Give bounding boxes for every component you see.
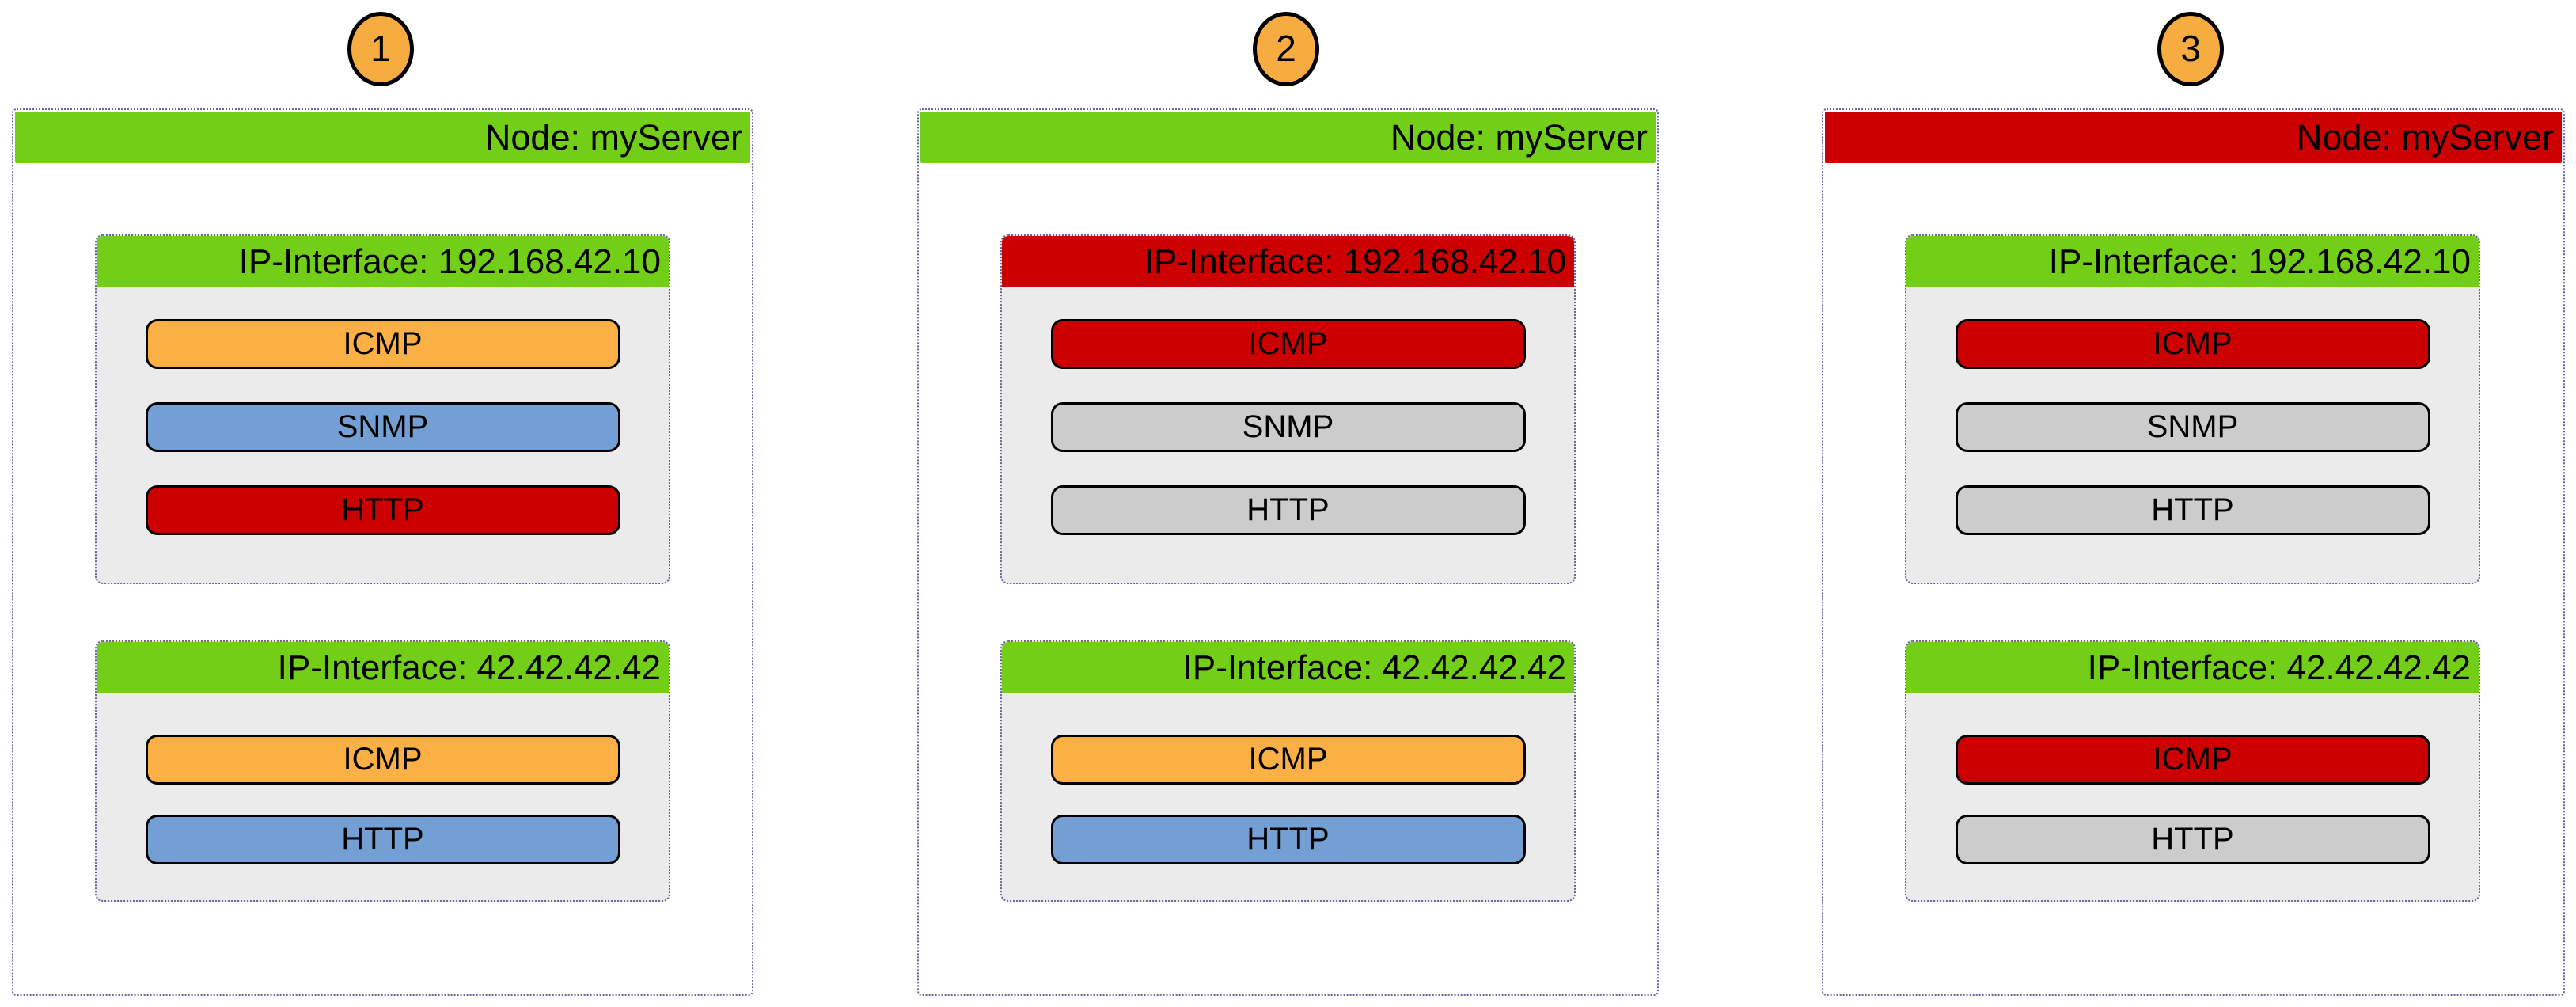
protocol-button-icmp: ICMP	[1955, 319, 2430, 369]
step-badge-label: 2	[1276, 28, 1296, 69]
protocol-button-icmp: ICMP	[1955, 735, 2430, 785]
ip-interface-header: IP-Interface: 42.42.42.42	[1002, 642, 1574, 694]
protocol-button-http: HTTP	[145, 815, 620, 864]
node-header: Node: myServer	[15, 112, 750, 163]
node-header: Node: myServer	[1825, 112, 2562, 163]
protocol-button-icmp: ICMP	[1050, 319, 1526, 369]
ip-interface-body: ICMP SNMP HTTP	[1906, 287, 2479, 583]
protocol-button-http: HTTP	[1050, 485, 1526, 535]
ip-interface-header: IP-Interface: 192.168.42.10	[97, 236, 669, 287]
ip-interface-box: IP-Interface: 42.42.42.42 ICMP HTTP	[1905, 640, 2480, 902]
step-badge: 2	[1253, 12, 1319, 86]
ip-interface-header: IP-Interface: 42.42.42.42	[97, 642, 669, 694]
ip-interface-box: IP-Interface: 192.168.42.10 ICMP SNMP HT…	[1000, 234, 1576, 584]
ip-interface-body: ICMP HTTP	[1002, 694, 1574, 900]
ip-interface-header: IP-Interface: 42.42.42.42	[1906, 642, 2479, 694]
step-badge-label: 1	[370, 28, 391, 69]
protocol-button-http: HTTP	[1955, 485, 2430, 535]
ip-interface-box: IP-Interface: 42.42.42.42 ICMP HTTP	[95, 640, 670, 902]
ip-interface-body: ICMP SNMP HTTP	[1002, 287, 1574, 583]
ip-interface-body: ICMP HTTP	[97, 694, 669, 900]
scenario-3: 3 Node: myServer IP-Interface: 192.168.4…	[1822, 0, 2565, 1007]
protocol-button-snmp: SNMP	[1050, 402, 1526, 452]
ip-interface-box: IP-Interface: 42.42.42.42 ICMP HTTP	[1000, 640, 1576, 902]
protocol-button-icmp: ICMP	[145, 319, 620, 369]
step-badge: 1	[347, 12, 414, 86]
node-box: Node: myServer IP-Interface: 192.168.42.…	[917, 108, 1659, 996]
ip-interface-box: IP-Interface: 192.168.42.10 ICMP SNMP HT…	[95, 234, 670, 584]
node-box: Node: myServer IP-Interface: 192.168.42.…	[1822, 108, 2565, 996]
ip-interface-body: ICMP SNMP HTTP	[97, 287, 669, 583]
ip-interface-header: IP-Interface: 192.168.42.10	[1002, 236, 1574, 287]
protocol-button-http: HTTP	[1050, 815, 1526, 864]
protocol-button-http: HTTP	[145, 485, 620, 535]
ip-interface-header: IP-Interface: 192.168.42.10	[1906, 236, 2479, 287]
step-badge-label: 3	[2180, 28, 2201, 69]
protocol-button-icmp: ICMP	[1050, 735, 1526, 785]
ip-interface-body: ICMP HTTP	[1906, 694, 2479, 900]
protocol-button-snmp: SNMP	[145, 402, 620, 452]
node-box: Node: myServer IP-Interface: 192.168.42.…	[12, 108, 753, 996]
protocol-button-icmp: ICMP	[145, 735, 620, 785]
protocol-button-snmp: SNMP	[1955, 402, 2430, 452]
scenario-2: 2 Node: myServer IP-Interface: 192.168.4…	[917, 0, 1659, 1007]
scenario-1: 1 Node: myServer IP-Interface: 192.168.4…	[12, 0, 753, 1007]
protocol-button-http: HTTP	[1955, 815, 2430, 864]
node-header: Node: myServer	[920, 112, 1656, 163]
ip-interface-box: IP-Interface: 192.168.42.10 ICMP SNMP HT…	[1905, 234, 2480, 584]
step-badge: 3	[2157, 12, 2224, 86]
